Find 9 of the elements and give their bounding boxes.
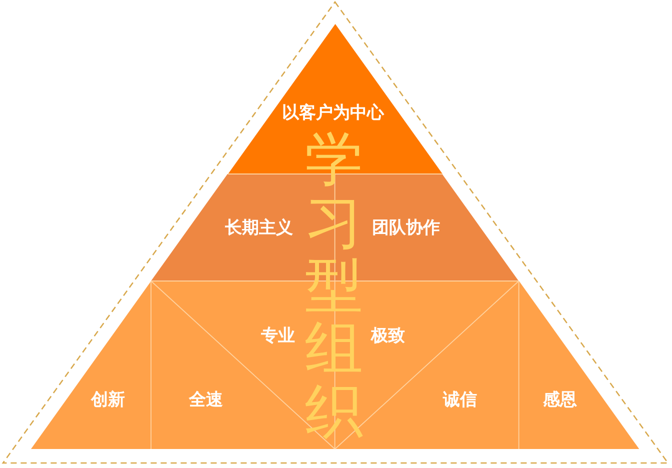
section-label: 专业 xyxy=(260,327,295,347)
section-label: 全速 xyxy=(188,391,223,411)
section-label: 团队协作 xyxy=(372,219,440,239)
section-label: 创新 xyxy=(91,391,125,411)
section-label: 感恩 xyxy=(542,391,577,411)
section-label: 极致 xyxy=(370,327,405,347)
section-label: 长期主义 xyxy=(224,219,293,239)
section-label: 以客户为中心 xyxy=(282,104,384,124)
section-label: 诚信 xyxy=(443,391,477,411)
